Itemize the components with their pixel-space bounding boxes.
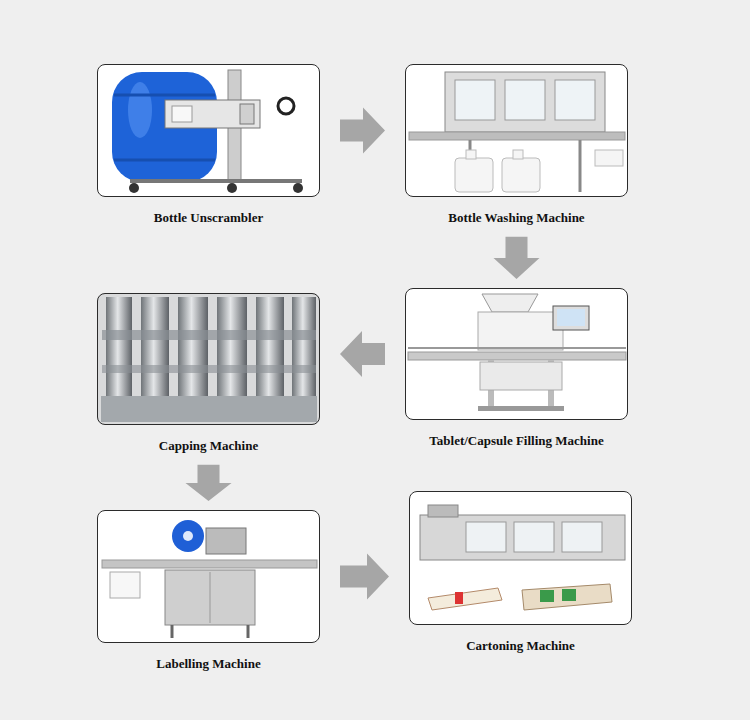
illustration-circle — [227, 183, 237, 193]
illustration-rect — [110, 572, 140, 598]
illustration-rect — [445, 72, 605, 132]
illustration-rect — [165, 100, 260, 128]
illustration-rect — [553, 306, 589, 330]
illustration-rect — [217, 297, 247, 397]
machine-node: Labelling Machine — [97, 510, 320, 674]
illustration-rect — [172, 106, 192, 122]
machine-node: Bottle Washing Machine — [405, 64, 628, 228]
washer-illustration — [409, 72, 625, 192]
frame-grounds — [97, 64, 632, 643]
illustration-rect — [466, 522, 506, 552]
flow-arrow — [340, 554, 389, 600]
illustration-rect — [455, 158, 493, 192]
illustration-rect — [141, 297, 169, 397]
illustration-rect — [292, 297, 316, 397]
illustration-rect — [97, 64, 320, 197]
machine-frame — [97, 64, 320, 197]
illustration-line — [210, 572, 211, 623]
illustration-line — [130, 179, 302, 183]
illustration-line — [114, 159, 215, 162]
machine-frame — [405, 64, 628, 197]
illustration-circle — [172, 520, 204, 552]
illustration-rect — [562, 522, 602, 552]
illustration-polygon — [428, 588, 502, 610]
filler-illustration — [408, 294, 626, 411]
illustration-rect — [102, 365, 316, 373]
illustration-rect — [555, 80, 595, 120]
illustration-rect — [178, 297, 208, 397]
illustration-rect — [106, 297, 132, 397]
machine-caption: Tablet/Capsule Filling Machine — [429, 432, 603, 451]
machine-node: Cartoning Machine — [409, 491, 632, 656]
flow-arrow — [186, 465, 232, 501]
illustration-rect — [562, 589, 576, 601]
machine-caption: Labelling Machine — [156, 655, 260, 674]
machine-node: Bottle Unscrambler — [97, 64, 320, 228]
machine-caption: Bottle Unscrambler — [154, 209, 263, 228]
illustration-rect — [514, 522, 554, 552]
machine-caption: Capping Machine — [159, 437, 258, 456]
illustration-circle — [129, 183, 139, 193]
capper-illustration — [101, 297, 317, 422]
illustration-rect — [101, 396, 317, 422]
illustration-rect — [420, 515, 625, 560]
flow-arrow — [494, 237, 540, 279]
illustration-rect — [165, 570, 255, 625]
illustration-rect — [478, 406, 564, 411]
illustration-rect — [595, 150, 623, 166]
illustration-rect — [206, 528, 246, 554]
illustration-rect — [405, 288, 628, 420]
machine-caption: Bottle Washing Machine — [448, 209, 584, 228]
illustration-line — [114, 94, 215, 97]
illustration-rect — [409, 491, 632, 625]
machine-caption: Cartoning Machine — [466, 637, 575, 656]
illustration-rect — [455, 592, 463, 604]
illustration-line — [171, 625, 174, 638]
illustration-rect — [102, 560, 317, 568]
illustration-rect — [102, 330, 316, 340]
illustration-rect — [409, 132, 625, 140]
illustration-circle — [293, 183, 303, 193]
illustration-rect — [505, 80, 545, 120]
cartoner-illustration — [420, 505, 625, 610]
flow-arrow — [340, 108, 385, 154]
illustration-rect — [408, 352, 626, 360]
illustration-line — [579, 140, 582, 192]
illustration-ellipse — [128, 82, 152, 138]
illustration-rect — [557, 309, 585, 326]
illustration-rect — [256, 297, 284, 397]
illustration-polygon — [522, 584, 612, 610]
illustration-circle — [278, 98, 294, 114]
illustration-rect — [502, 158, 540, 192]
illustration-rect — [428, 505, 458, 517]
illustration-rect — [540, 590, 554, 602]
machine-frame — [97, 293, 320, 425]
machine-node: Tablet/Capsule Filling Machine — [405, 288, 628, 451]
illustration-polygon — [482, 294, 538, 312]
machine-frame — [409, 491, 632, 625]
machine-frame — [97, 510, 320, 643]
machine-frame — [405, 288, 628, 420]
illustration-circle — [183, 531, 193, 541]
illustration-line — [408, 347, 626, 349]
illustration-rect — [97, 510, 320, 643]
illustration-rect — [466, 150, 476, 159]
machine-node: Capping Machine — [97, 293, 320, 456]
illustration-rect — [478, 312, 563, 350]
flow-arrow — [340, 331, 385, 377]
illustration-rect — [97, 293, 320, 425]
unscrambler-illustration — [112, 70, 303, 193]
illustration-rect — [405, 64, 628, 197]
labeller-illustration — [102, 520, 317, 638]
illustration-rect — [480, 362, 562, 390]
illustration-rect — [455, 80, 495, 120]
illustration-line — [247, 625, 250, 638]
illustration-rect — [513, 150, 523, 159]
illustration-rect — [240, 104, 254, 124]
